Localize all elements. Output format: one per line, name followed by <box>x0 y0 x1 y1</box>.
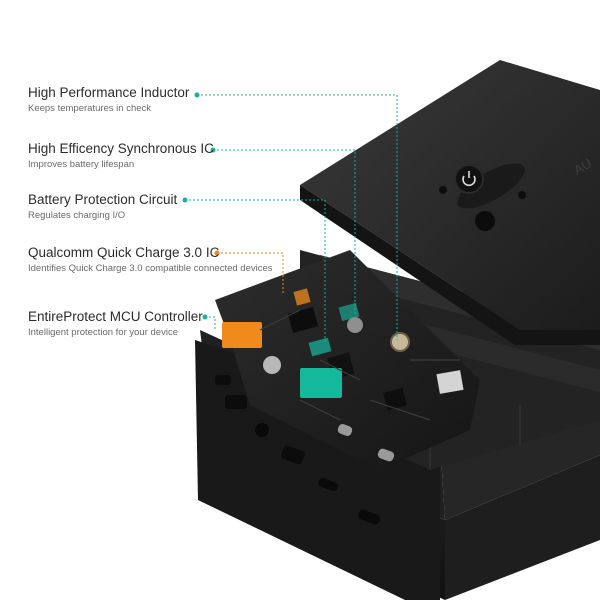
feature-label-inductor: High Performance Inductor Keeps temperat… <box>28 85 189 115</box>
feature-label-mcu: EntireProtect MCU Controller Intelligent… <box>28 309 203 339</box>
circuit-board <box>215 250 480 470</box>
port-hole <box>358 509 380 525</box>
ic-chip <box>383 387 407 411</box>
top-lid: AU <box>300 60 600 345</box>
micro-usb <box>377 448 395 462</box>
callout-dot <box>214 250 220 256</box>
feature-label-protection: Battery Protection Circuit Regulates cha… <box>28 192 177 222</box>
feature-subtitle: Regulates charging I/O <box>28 210 126 221</box>
feature-label-sync-ic: High Efficency Synchronous IC Improves b… <box>28 141 214 171</box>
chip-highlight <box>338 302 360 322</box>
feature-subtitle: Keeps temperatures in check <box>28 103 152 114</box>
capacitor <box>263 356 281 374</box>
callout-lines <box>185 94 398 342</box>
feature-title: High Performance Inductor <box>28 85 190 100</box>
feature-title: Qualcomm Quick Charge 3.0 IC <box>28 245 220 260</box>
feature-subtitle: Identifies Quick Charge 3.0 compatible c… <box>28 263 273 274</box>
usb-port <box>300 368 342 398</box>
port-hole <box>281 445 305 465</box>
inductor-block <box>436 370 464 394</box>
ic-chip <box>287 306 319 334</box>
feature-subtitle: Intelligent protection for your device <box>28 327 178 338</box>
light-hole <box>475 211 495 231</box>
capacitor <box>347 317 363 333</box>
callout-dot <box>194 92 200 98</box>
chip-highlight <box>308 337 332 357</box>
feature-title: EntireProtect MCU Controller <box>28 309 203 324</box>
inductor-coil <box>390 332 410 352</box>
callout-line-inductor <box>197 94 398 340</box>
callout-dots <box>182 92 220 320</box>
port-hole <box>215 375 231 385</box>
feature-subtitle: Improves battery lifespan <box>28 159 135 170</box>
power-button[interactable] <box>454 164 484 194</box>
usb-port-qc <box>222 322 262 348</box>
feature-title: High Efficency Synchronous IC <box>28 141 214 156</box>
micro-usb <box>337 424 353 436</box>
qc-chip-highlight <box>293 288 311 306</box>
callout-line-protection <box>185 199 326 342</box>
callout-line-quick-charge <box>217 252 284 294</box>
port-hole <box>255 423 269 437</box>
feature-label-quick-charge: Qualcomm Quick Charge 3.0 IC Identifies … <box>28 245 273 275</box>
port-hole <box>318 478 338 492</box>
callout-dot <box>210 147 216 153</box>
callout-line-sync-ic <box>213 149 356 315</box>
feature-title: Battery Protection Circuit <box>28 192 178 207</box>
power-icon <box>462 175 476 187</box>
port-hole <box>225 395 247 409</box>
callout-line-mcu <box>205 316 216 330</box>
callout-dot <box>182 197 188 203</box>
callout-dot <box>202 314 208 320</box>
